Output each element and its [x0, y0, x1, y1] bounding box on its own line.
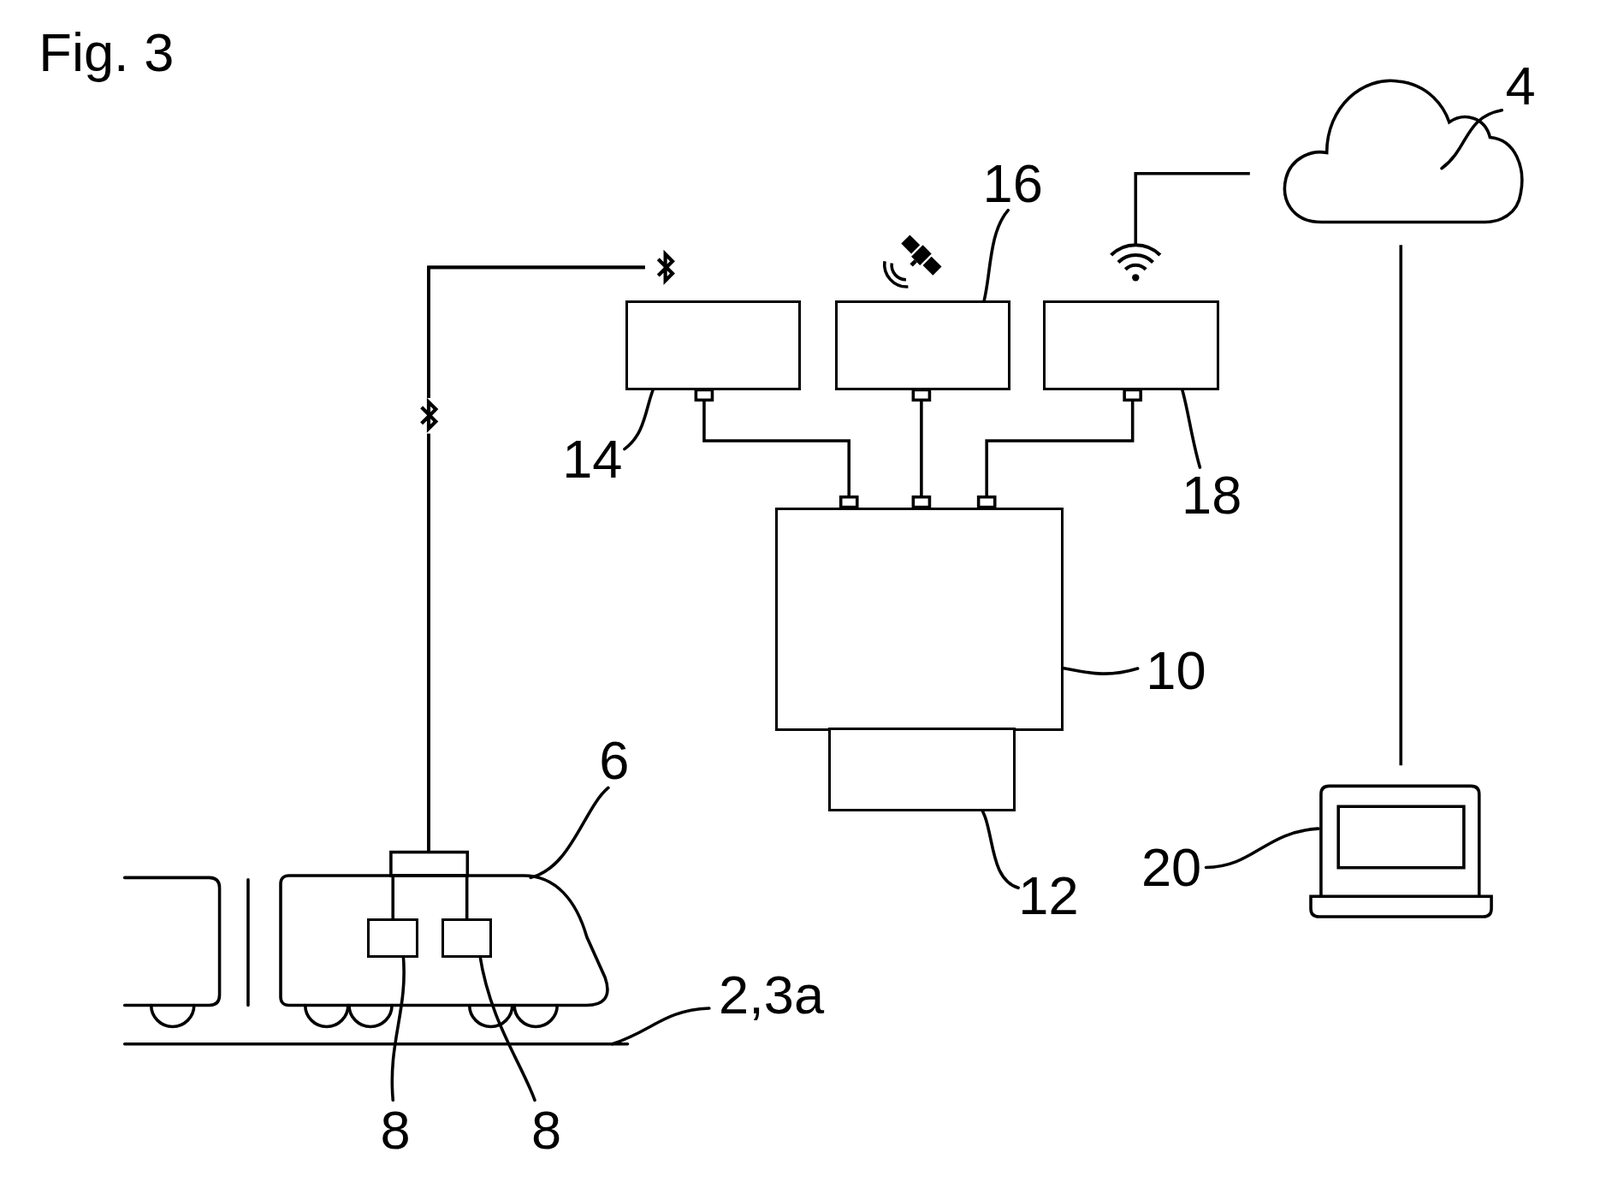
callout-number: 20	[1141, 840, 1202, 895]
wheel	[305, 1004, 349, 1026]
laptop-icon: 20	[1310, 783, 1492, 917]
signal-line	[704, 389, 849, 507]
train-vehicle: 688	[280, 875, 610, 1005]
signal-line	[392, 266, 665, 919]
connector-tab	[1124, 389, 1141, 400]
interface-box: 18	[1042, 300, 1220, 391]
interface-box: 14	[625, 300, 801, 391]
callout-number: 14	[562, 432, 623, 487]
signal-arc	[884, 260, 909, 287]
callout-number: 6	[598, 733, 629, 788]
wifi-arc	[1125, 265, 1146, 270]
wifi-arc	[1111, 244, 1161, 255]
control-unit: 10	[775, 507, 1063, 731]
callout-number: 16	[983, 157, 1043, 212]
laptop-icon-path	[1310, 785, 1492, 917]
cloud-shape-path	[1284, 81, 1522, 223]
callout-number: 12	[1018, 868, 1079, 923]
leader-line	[391, 954, 404, 1101]
callout-number: 8	[531, 1102, 562, 1157]
signal-arc	[891, 263, 907, 280]
wheel	[151, 1004, 195, 1026]
connector-tab	[912, 497, 930, 508]
callout-number: 8	[380, 1102, 411, 1157]
sensor-box: 8	[441, 918, 492, 957]
tab-group	[695, 389, 1141, 507]
satellite-signal	[884, 260, 909, 287]
illustration-group	[124, 110, 1503, 1101]
leader-line	[612, 1007, 710, 1044]
callout-number: 18	[1181, 468, 1242, 522]
cloud-shape-outline	[1280, 76, 1523, 223]
wifi-dot	[1131, 273, 1139, 281]
rear-car	[124, 877, 220, 1005]
callout-number: 10	[1145, 644, 1206, 699]
leader-line	[974, 800, 1019, 888]
callout-number: 4	[1505, 59, 1535, 114]
sensor-box: 8	[367, 918, 419, 957]
satellite-symbol	[895, 233, 944, 282]
wifi-symbol	[1111, 244, 1161, 270]
leader-line	[480, 954, 535, 1101]
wheel	[349, 1004, 392, 1026]
wheel	[514, 1004, 558, 1026]
cloud-shape: 4	[1280, 76, 1523, 223]
leader-line	[530, 787, 609, 878]
connector-tab	[912, 389, 930, 400]
signal-line	[986, 389, 1133, 507]
train-vehicle-path	[280, 875, 608, 1005]
wifi-arc	[1118, 254, 1154, 262]
satellite-antenna	[909, 259, 917, 267]
figure-title: Fig. 3	[38, 25, 174, 80]
interface-box: 16	[835, 300, 1011, 391]
signal-line	[919, 389, 924, 507]
signal-line	[428, 266, 666, 919]
junction-box	[391, 852, 468, 876]
coupler	[246, 879, 250, 1006]
leader-line	[1206, 828, 1319, 867]
connector-tab	[695, 389, 712, 400]
signal-line	[1398, 222, 1403, 784]
module-box: 12	[828, 727, 1015, 812]
callout-number: 2,3a	[718, 967, 824, 1022]
solar-panel	[923, 256, 943, 276]
rail-track	[124, 1042, 629, 1046]
bluetooth-symbol	[421, 402, 437, 429]
bluetooth-symbol	[657, 254, 673, 281]
signal-line	[1135, 173, 1280, 301]
connector-tab	[841, 497, 858, 508]
laptop-icon-outline	[1310, 783, 1492, 917]
wheel	[469, 1004, 513, 1026]
connector-tab	[978, 497, 996, 508]
